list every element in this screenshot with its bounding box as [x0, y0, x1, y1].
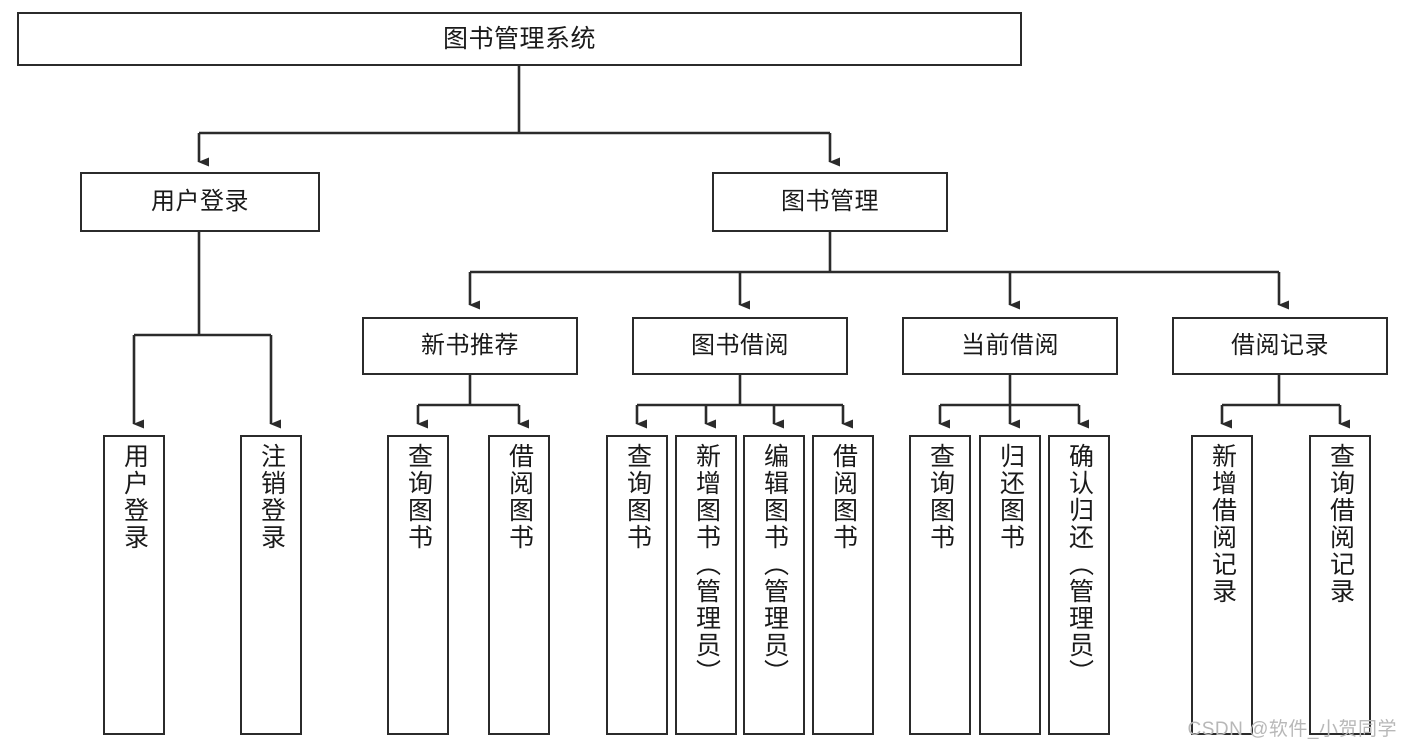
leaf-query-borrow-record-label: 查询借阅记录	[1326, 443, 1355, 605]
leaf-return-book-label: 归还图书	[996, 443, 1025, 551]
node-borrow-record[interactable]: 借阅记录	[1172, 317, 1388, 375]
leaf-query-borrow-record[interactable]: 查询借阅记录	[1309, 435, 1371, 735]
leaf-logout-label: 注销登录	[257, 443, 286, 551]
node-new-book-recommend[interactable]: 新书推荐	[362, 317, 578, 375]
node-current-borrow-label: 当前借阅	[961, 332, 1059, 360]
leaf-add-borrow-record-label: 新增借阅记录	[1208, 443, 1237, 605]
leaf-borrow-book-rec-label: 借阅图书	[505, 443, 534, 551]
node-user-login[interactable]: 用户登录	[80, 172, 320, 232]
leaf-logout[interactable]: 注销登录	[240, 435, 302, 735]
leaf-user-login[interactable]: 用户登录	[103, 435, 165, 735]
leaf-confirm-return-admin[interactable]: 确认归还（管理员）	[1048, 435, 1110, 735]
node-user-login-label: 用户登录	[151, 188, 249, 216]
node-borrow-record-label: 借阅记录	[1231, 332, 1329, 360]
node-book-management[interactable]: 图书管理	[712, 172, 948, 232]
leaf-add-book-admin-label: 新增图书（管理员）	[692, 443, 721, 686]
leaf-query-book-rec-label: 查询图书	[404, 443, 433, 551]
leaf-query-book[interactable]: 查询图书	[606, 435, 668, 735]
csdn-watermark: CSDN @软件_小贺同学	[1187, 719, 1397, 740]
leaf-query-book-current-label: 查询图书	[926, 443, 955, 551]
leaf-edit-book-admin[interactable]: 编辑图书（管理员）	[743, 435, 805, 735]
node-root[interactable]: 图书管理系统	[17, 12, 1022, 66]
node-root-label: 图书管理系统	[442, 24, 596, 53]
node-book-borrow[interactable]: 图书借阅	[632, 317, 848, 375]
node-book-management-label: 图书管理	[781, 188, 879, 216]
leaf-user-login-label: 用户登录	[120, 443, 149, 551]
leaf-borrow-book-rec[interactable]: 借阅图书	[488, 435, 550, 735]
leaf-edit-book-admin-label: 编辑图书（管理员）	[760, 443, 789, 686]
leaf-add-borrow-record[interactable]: 新增借阅记录	[1191, 435, 1253, 735]
leaf-borrow-book-label: 借阅图书	[829, 443, 858, 551]
leaf-confirm-return-admin-label: 确认归还（管理员）	[1065, 443, 1094, 686]
node-current-borrow[interactable]: 当前借阅	[902, 317, 1118, 375]
leaf-query-book-label: 查询图书	[623, 443, 652, 551]
leaf-query-book-rec[interactable]: 查询图书	[387, 435, 449, 735]
leaf-query-book-current[interactable]: 查询图书	[909, 435, 971, 735]
leaf-borrow-book[interactable]: 借阅图书	[812, 435, 874, 735]
node-new-book-recommend-label: 新书推荐	[421, 332, 519, 360]
leaf-return-book[interactable]: 归还图书	[979, 435, 1041, 735]
leaf-add-book-admin[interactable]: 新增图书（管理员）	[675, 435, 737, 735]
node-book-borrow-label: 图书借阅	[691, 332, 789, 360]
